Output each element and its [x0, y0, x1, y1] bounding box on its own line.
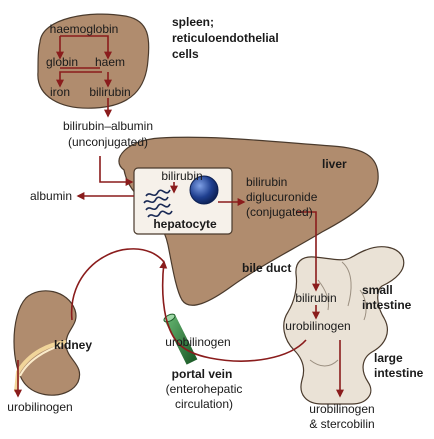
arrow-complex-liver [99, 156, 134, 186]
portal-vein-label: portal vein [172, 367, 233, 381]
hepatocyte-label: hepatocyte [153, 217, 217, 231]
spleen-shape [37, 13, 150, 109]
liver-title: liver [322, 157, 347, 171]
hepatocyte-bilirubin-label: bilirubin [161, 169, 202, 183]
arrow-haem-iron [56, 71, 102, 88]
small-intestine-label-1: small [362, 283, 393, 297]
complex-label-2: (unconjugated) [68, 135, 148, 149]
intestine-bilirubin-label: bilirubin [295, 291, 336, 305]
conjugated-label-1: bilirubin [246, 175, 287, 189]
large-intestine-label-1: large [374, 351, 403, 365]
spleen-title-3: cells [172, 47, 199, 61]
portal-urobilinogen-label: urobilinogen [165, 335, 230, 349]
haem-label: haem [95, 55, 125, 69]
nucleus-icon [189, 175, 219, 205]
circulation-to-kidney [70, 248, 165, 321]
conjugated-label-2: diglucuronide [246, 190, 318, 204]
urine-urobilinogen-label: urobilinogen [7, 400, 72, 414]
albumin-label: albumin [30, 189, 72, 203]
spleen-title-1: spleen; [172, 15, 214, 29]
portal-vein-sublabel-2: circulation) [175, 397, 233, 411]
intestine-urobilinogen-label: urobilinogen [285, 319, 350, 333]
conjugated-label-3: (conjugated) [246, 205, 313, 219]
haemoglobin-label: haemoglobin [50, 22, 119, 36]
small-intestine-label-2: intestine [362, 298, 412, 312]
large-intestine-label-2: intestine [374, 366, 424, 380]
arrow-bile-duct [296, 211, 320, 292]
globin-label: globin [46, 55, 78, 69]
complex-label-1: bilirubin–albumin [63, 119, 153, 133]
faecal-output-label-1: urobilinogen [309, 402, 374, 416]
portal-vein-sublabel-1: (enterohepatic [166, 382, 243, 396]
faecal-output-label-2: & stercobilin [309, 417, 374, 431]
enterohepatic-loop [159, 260, 307, 362]
bile-duct-label: bile duct [242, 261, 291, 275]
kidney-title: kidney [54, 338, 92, 352]
spleen-bilirubin-label: bilirubin [89, 85, 130, 99]
spleen-title-2: reticuloendothelial [172, 31, 279, 45]
endoplasmic-reticulum-icon [143, 189, 173, 218]
iron-label: iron [50, 85, 70, 99]
